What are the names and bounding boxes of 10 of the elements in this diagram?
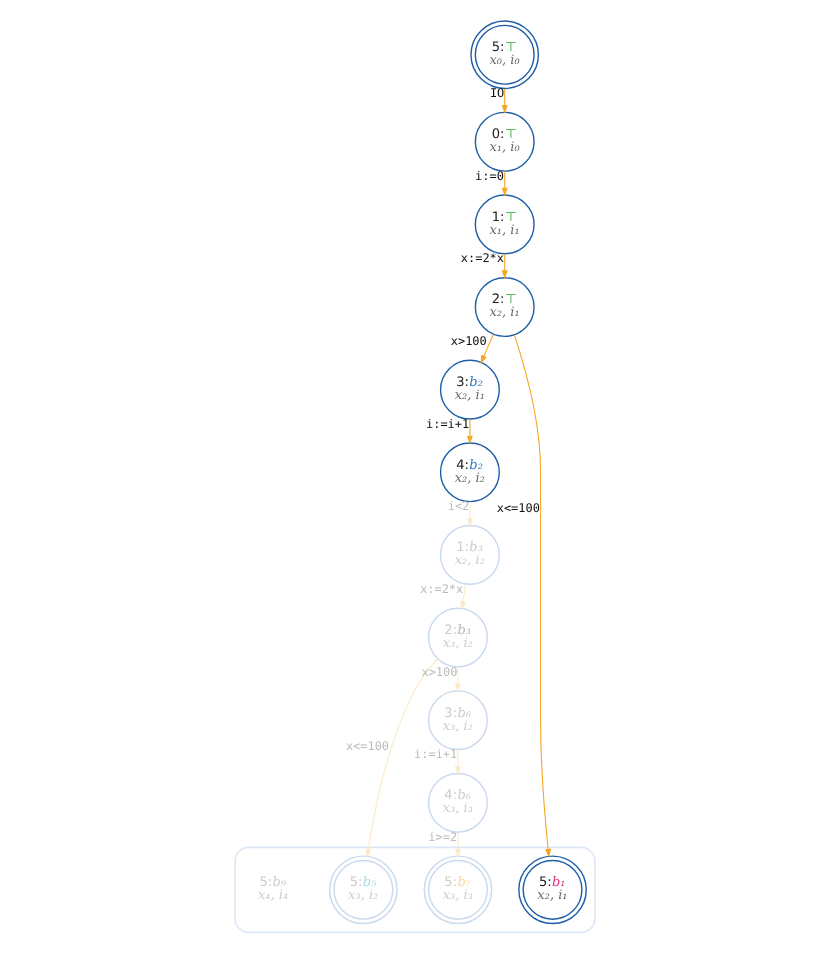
arrow	[500, 170, 507, 197]
arrow	[479, 333, 493, 364]
arrow	[453, 666, 460, 693]
arrow	[465, 418, 472, 445]
arrow	[364, 658, 437, 858]
arrow	[453, 749, 460, 775]
arrow	[465, 501, 472, 527]
arrow	[459, 583, 466, 611]
arrow	[512, 334, 551, 858]
arrow	[453, 832, 460, 858]
